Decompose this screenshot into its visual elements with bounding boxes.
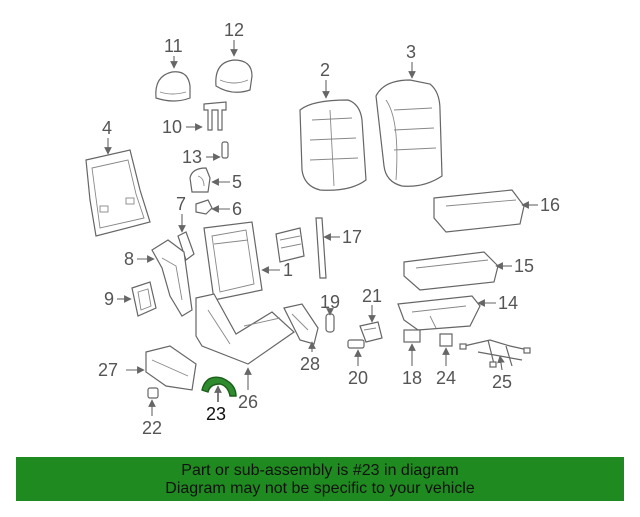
- label-8: 8: [124, 249, 134, 269]
- part-4-back-panel: [85, 149, 151, 237]
- part-13-pin: [221, 141, 229, 159]
- label-15: 15: [514, 256, 534, 276]
- label-9: 9: [104, 289, 114, 309]
- label-19: 19: [320, 292, 340, 312]
- label-14: 14: [498, 293, 518, 313]
- part-19-switch: [325, 313, 335, 333]
- label-11: 11: [164, 36, 183, 56]
- part-1-frame: [203, 221, 263, 301]
- part-8-side-shield: [151, 239, 193, 317]
- label-28: 28: [300, 354, 320, 374]
- part-14-seat-pan: [397, 295, 481, 331]
- part-27-side-trim: [145, 345, 197, 391]
- label-24: 24: [436, 368, 456, 388]
- part-6-clip: [195, 199, 213, 215]
- label-2: 2: [320, 60, 330, 80]
- part-5-bracket: [189, 167, 211, 193]
- banner-line-2: Diagram may not be specific to your vehi…: [165, 480, 475, 497]
- label-25: 25: [492, 372, 512, 392]
- part-21-switch-housing: [359, 321, 383, 343]
- part-24-bracket: [439, 333, 453, 347]
- part-28-recliner: [283, 303, 319, 345]
- part-16-cushion-cover: [433, 189, 525, 233]
- banner-line-1: Part or sub-assembly is #23 in diagram: [181, 462, 459, 479]
- label-13: 13: [182, 147, 202, 167]
- info-banner: Part or sub-assembly is #23 in diagram D…: [16, 457, 624, 501]
- label-23-highlighted: 23: [206, 404, 226, 424]
- part-3-seat-back-pad: [375, 79, 443, 187]
- label-6: 6: [232, 199, 242, 219]
- label-5: 5: [232, 172, 242, 192]
- part-25-wiring-harness: [459, 339, 531, 368]
- label-21: 21: [362, 286, 382, 306]
- label-16: 16: [540, 195, 560, 215]
- label-26: 26: [238, 392, 258, 412]
- part-26-track: [195, 293, 295, 365]
- part-22-cap: [147, 387, 159, 399]
- part-12-headrest: [215, 59, 253, 93]
- label-18: 18: [402, 368, 422, 388]
- leader-lines: [104, 40, 538, 416]
- part-10-headrest-guide: [203, 101, 227, 131]
- label-17: 17: [342, 227, 362, 247]
- label-22: 22: [142, 418, 162, 438]
- label-10: 10: [162, 117, 182, 137]
- label-20: 20: [348, 368, 368, 388]
- part-9-handle: [131, 281, 157, 317]
- callout-labels: 11 12 2 3 4 10 13 5 6 7 8 9 1 17 16 15 1…: [98, 20, 560, 438]
- part-2-seat-back-cover: [299, 99, 367, 191]
- label-7: 7: [176, 194, 186, 214]
- label-27: 27: [98, 360, 118, 380]
- part-17-lumbar: [275, 217, 327, 279]
- part-23-highlighted: [201, 376, 237, 397]
- part-20-knob: [347, 339, 365, 349]
- label-1: 1: [283, 260, 293, 280]
- label-4: 4: [102, 118, 112, 138]
- label-12: 12: [224, 20, 244, 40]
- part-18-module: [403, 329, 421, 343]
- part-15-cushion-pad: [403, 251, 499, 291]
- part-11-headrest: [155, 71, 191, 102]
- label-3: 3: [406, 42, 416, 62]
